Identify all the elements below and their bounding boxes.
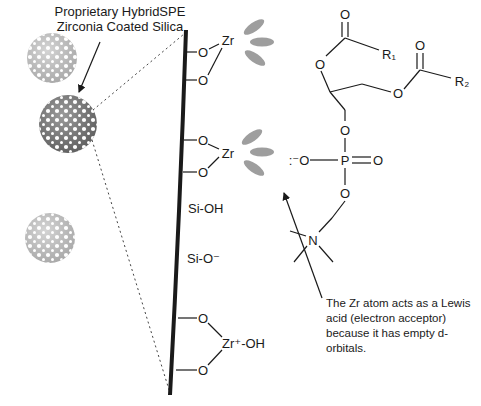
atom-label: O [198, 133, 208, 148]
pointer-arrow [79, 42, 100, 92]
atom-label: P [341, 153, 350, 168]
atom-label: O [373, 153, 383, 168]
pores [20, 30, 85, 90]
atom-label: O [340, 123, 350, 138]
zoom-line [93, 34, 184, 110]
part-name: Proprietary HybridSPE Zirconia Coated Si… [38, 4, 202, 34]
atom-label: O [198, 165, 208, 180]
atom-label: Zr [222, 33, 234, 48]
silica-surface [170, 30, 186, 395]
callout-note: The Zr atom acts as a Lewis acid (electr… [326, 296, 478, 356]
zoom-line [92, 140, 170, 393]
atom-label: O [315, 57, 325, 72]
atom-label: O [393, 86, 403, 101]
atom-label: R₂ [455, 74, 469, 89]
atom-label: O [340, 186, 350, 201]
atom-label: O [415, 38, 425, 53]
atom-label: O [198, 363, 208, 378]
callout-arrow [284, 193, 322, 298]
group-label: Zr⁺-OH [222, 336, 265, 351]
group-label: Si-OH [188, 201, 223, 216]
atom-label: R₁ [382, 47, 396, 62]
atom-label: N [308, 233, 317, 248]
atom-label: O [198, 311, 208, 326]
atom-label: :⁻O [289, 153, 310, 168]
atom-label: Zr [222, 146, 234, 161]
group-label: Si-O⁻ [187, 251, 220, 266]
d-orbitals [240, 16, 274, 178]
atom-label: O [340, 7, 350, 22]
pores [36, 92, 101, 157]
atom-label: O [198, 45, 208, 60]
atom-label: O [198, 73, 208, 88]
pores [20, 210, 85, 270]
